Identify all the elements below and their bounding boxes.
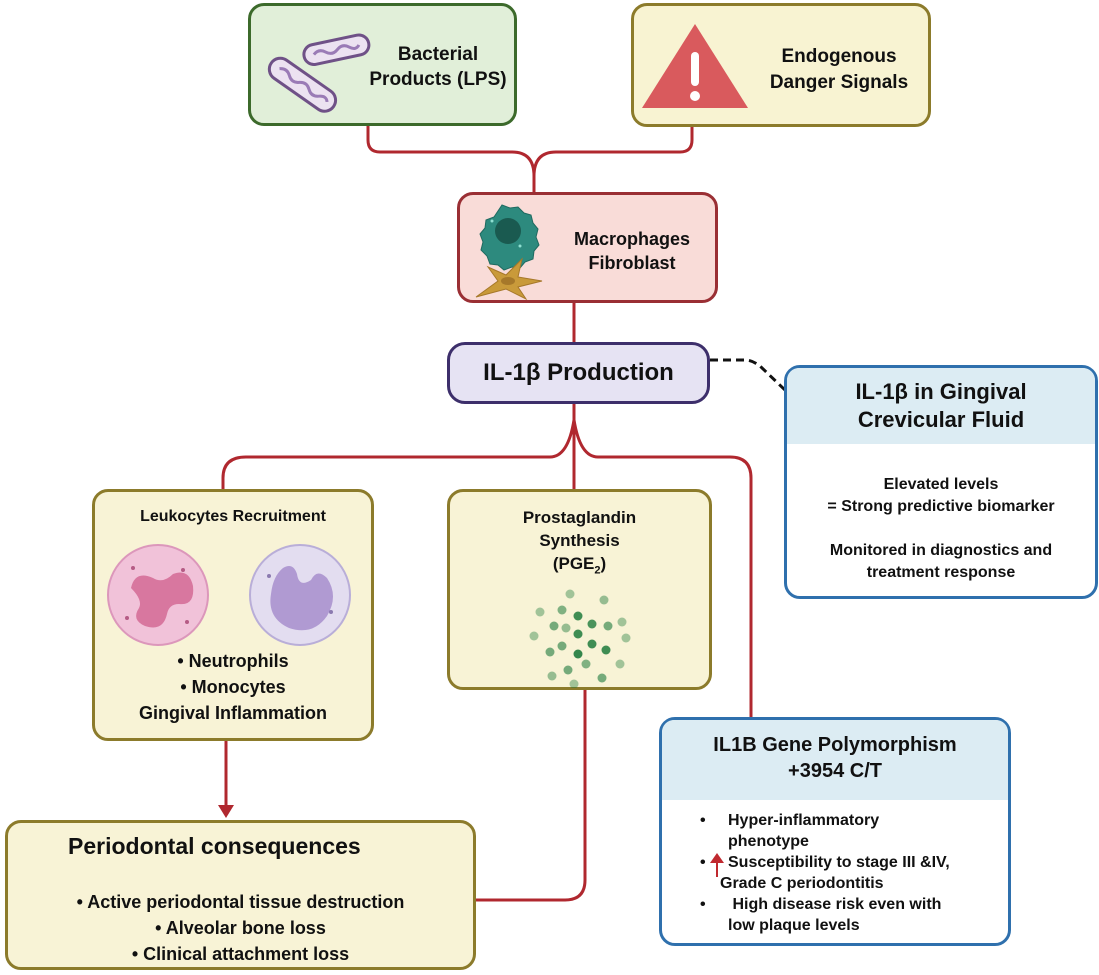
danger-signals-node: Endogenous Danger Signals: [631, 3, 931, 127]
molecule-dot: [547, 671, 557, 681]
molecule-dot: [529, 631, 539, 641]
polymorphism-bullet-2: • Susceptibility to stage III &IV, Grade…: [700, 853, 950, 892]
periodontal-bullet-1: • Active periodontal tissue destruction: [76, 892, 405, 912]
neutrophil-icon: [107, 544, 209, 646]
bacterial-label-line2: Products (LPS): [369, 69, 507, 90]
macrophages-fibroblast-node: Macrophages Fibroblast: [457, 192, 718, 303]
danger-label-line2: Danger Signals: [769, 72, 909, 93]
pge-label-line1: Prostaglandin: [522, 508, 637, 527]
polymorphism-title-line2: +3954 C/T: [788, 760, 882, 782]
bacterial-products-node: Bacterial Products (LPS): [248, 3, 517, 126]
gcf-body-line3: Monitored in diagnostics and: [829, 542, 1053, 559]
connector-pge-to-periodontal: [476, 690, 587, 902]
molecule-dot: [581, 659, 591, 669]
pge-formula: (PGE2): [552, 554, 607, 577]
molecule-dot: [587, 619, 597, 629]
danger-label-line1: Endogenous: [781, 46, 897, 67]
gcf-header: IL-1β in Gingival Crevicular Fluid: [787, 368, 1095, 444]
il1b-production-label: IL-1β Production: [483, 359, 674, 386]
prostaglandin-molecules-icon: [529, 589, 631, 688]
molecule-dot: [617, 617, 627, 627]
leukocytes-footer: Gingival Inflammation: [138, 703, 328, 723]
molecule-dot: [549, 621, 559, 631]
polymorphism-header: IL1B Gene Polymorphism +3954 C/T: [662, 720, 1008, 800]
il1b-polymorphism-box: IL1B Gene Polymorphism +3954 C/T • Hyper…: [659, 717, 1011, 946]
gcf-body-line4: treatment response: [866, 564, 1016, 581]
molecule-dot: [573, 629, 583, 639]
gcf-body-line1: Elevated levels: [883, 476, 999, 493]
periodontal-bullet-3: • Clinical attachment loss: [131, 944, 350, 964]
leukocytes-title: Leukocytes Recruitment: [140, 508, 326, 525]
dashed-connector-il1b-to-gcf: [710, 358, 787, 392]
fibroblast-label: Fibroblast: [588, 253, 676, 273]
molecule-dot: [557, 605, 567, 615]
molecule-dot: [535, 607, 545, 617]
leukocytes-bullet-neutrophils: • Neutrophils: [177, 651, 289, 671]
polymorphism-bullet-1: • Hyper-inflammatory phenotype: [700, 812, 880, 850]
connector-il1b-to-leukocytes: [221, 419, 576, 489]
connector-bacterial-to-macrophages: [366, 126, 536, 192]
connector-il1b-to-polymorphism: [572, 419, 753, 717]
up-arrow-icon: [710, 853, 724, 877]
pge-label-line2: Synthesis: [539, 531, 620, 550]
gcf-title-line2: Crevicular Fluid: [857, 407, 1025, 432]
periodontal-consequences-node: Periodontal consequences • Active period…: [5, 820, 476, 970]
molecule-dot: [573, 649, 583, 659]
molecule-dot: [587, 639, 597, 649]
molecule-dot: [573, 611, 583, 621]
bacteria-icon: [267, 33, 371, 113]
polymorphism-bullet-3: • High disease risk even with low plaque…: [700, 896, 942, 934]
macrophage-fibroblast-icon: [475, 204, 543, 301]
molecule-dot: [557, 641, 567, 651]
molecule-dot: [615, 659, 625, 669]
molecule-dot: [599, 595, 609, 605]
molecule-dot: [563, 665, 573, 675]
il1b-production-node: IL-1β Production: [447, 342, 710, 404]
gcf-info-box: IL-1β in Gingival Crevicular Fluid Eleva…: [784, 365, 1098, 599]
macrophages-label: Macrophages: [573, 229, 691, 249]
monocyte-icon: [249, 544, 351, 646]
gcf-body-line2: = Strong predictive biomarker: [827, 498, 1055, 515]
connector-danger-to-macrophages: [532, 127, 694, 177]
leukocytes-recruitment-node: Leukocytes Recruitment • Neutrophils • M…: [92, 489, 374, 741]
periodontal-title: Periodontal consequences: [68, 833, 361, 859]
molecule-dot: [545, 647, 555, 657]
molecule-dot: [561, 623, 571, 633]
molecule-dot: [601, 645, 611, 655]
molecule-dot: [603, 621, 613, 631]
molecule-dot: [621, 633, 631, 643]
polymorphism-title-line1: IL1B Gene Polymorphism: [713, 734, 957, 756]
arrowhead-icon: [218, 805, 234, 818]
periodontal-bullet-2: • Alveolar bone loss: [155, 918, 326, 938]
molecule-dot: [597, 673, 607, 683]
bacterial-label-line1: Bacterial: [397, 44, 479, 65]
molecule-dot: [565, 589, 575, 599]
molecule-dot: [569, 679, 579, 688]
prostaglandin-synthesis-node: Prostaglandin Synthesis (PGE2): [447, 489, 712, 690]
warning-icon: [642, 24, 748, 108]
leukocytes-bullet-monocytes: • Monocytes: [180, 677, 286, 697]
gcf-title-line1: IL-1β in Gingival: [855, 379, 1027, 404]
